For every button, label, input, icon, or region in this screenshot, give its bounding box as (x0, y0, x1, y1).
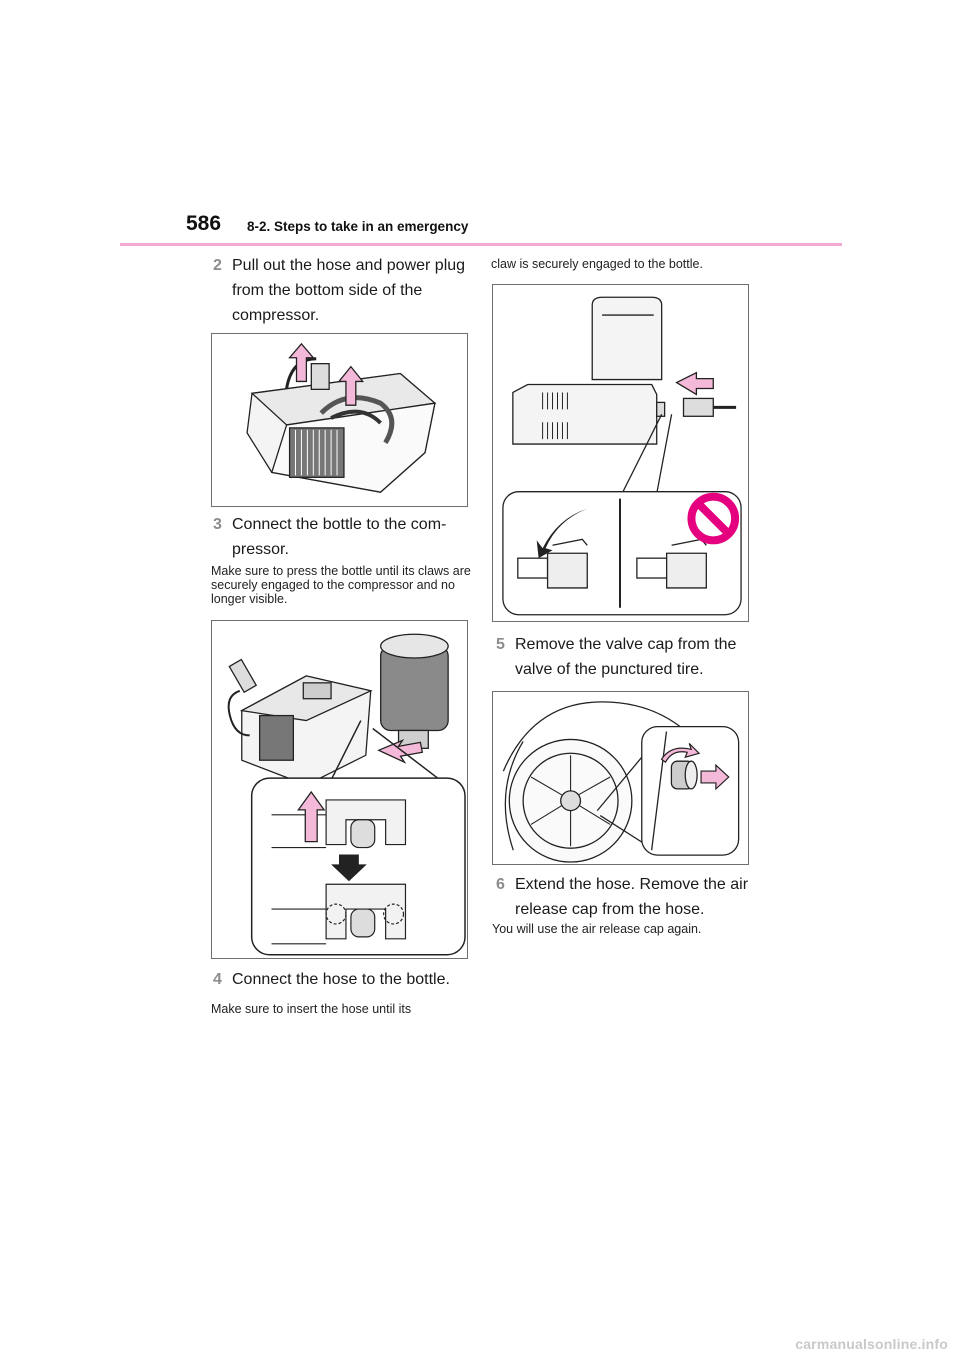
prohibition-icon (687, 492, 740, 545)
step-5-number: 5 (496, 636, 505, 653)
bottle-compressor-illustration (227, 633, 466, 956)
step-2-text: Pull out the hose and power plug from th… (232, 257, 466, 324)
step-4-number: 4 (213, 971, 222, 988)
step-4-note-continued: claw is securely engaged to the bottle. (491, 257, 703, 271)
page-number: 586 (186, 212, 222, 235)
step-3: 3 Connect the bottle to the com-pressor. (213, 512, 472, 562)
section-title: 8-2. Steps to take in an emergency (247, 219, 469, 234)
step-4-text: Connect the hose to the bottle. (232, 971, 450, 988)
hose-bottle-illustration (502, 296, 742, 616)
step-6: 6 Extend the hose. Remove the air releas… (496, 872, 755, 922)
compressor-bottom-illustration (246, 342, 437, 493)
step-6-note: You will use the air release cap again. (492, 922, 702, 936)
step-3-text: Connect the bottle to the com-pressor. (232, 516, 447, 558)
step-2-number: 2 (213, 257, 222, 274)
step-4: 4 Connect the hose to the bottle. (213, 967, 492, 992)
figure-connect-hose (492, 284, 749, 622)
tire-valve-illustration (502, 701, 740, 863)
step-6-number: 6 (496, 876, 505, 893)
figure-pull-out-hose (211, 333, 468, 507)
header-rule (120, 243, 842, 246)
step-5-text: Remove the valve cap from the valve of t… (515, 636, 737, 678)
figure-connect-bottle (211, 620, 468, 959)
step-5: 5 Remove the valve cap from the valve of… (496, 632, 755, 682)
step-6-text: Extend the hose. Remove the air release … (515, 876, 749, 918)
step-2: 2 Pull out the hose and power plug from … (213, 253, 472, 328)
step-3-number: 3 (213, 516, 222, 533)
figure-remove-valve-cap (492, 691, 749, 865)
step-4-note: Make sure to insert the hose until its (211, 1002, 412, 1016)
watermark: carmanualsonline.info (795, 1336, 948, 1352)
step-3-note: Make sure to press the bottle until its … (211, 564, 471, 606)
